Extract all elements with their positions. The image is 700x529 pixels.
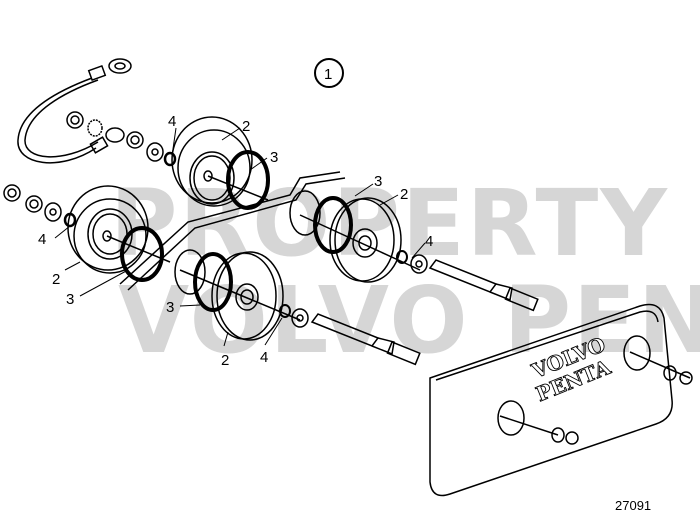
callout-3: 3 [166,299,174,316]
callout-3: 3 [270,149,278,166]
callout-2: 2 [221,352,229,369]
callout-4: 4 [38,231,46,248]
svg-text:1: 1 [324,66,332,83]
lower-hardware [3,184,77,228]
right-lower-anode [174,249,309,341]
stud-lower [310,313,421,366]
callout-3: 3 [374,173,382,190]
upper-hardware [66,111,177,167]
callout-2: 2 [52,271,60,288]
callout-labels: 4 2 3 4 2 3 3 2 4 3 2 4 [38,113,433,369]
hull-section-line-2 [127,177,346,291]
right-upper-anode [289,190,428,283]
upper-anode [171,116,270,210]
leader-lines [54,127,426,347]
callout-2: 2 [242,118,250,135]
hull-section-line [119,171,341,285]
callout-4: 4 [425,233,433,250]
figure-number: 27091 [615,498,652,513]
stud-upper [428,259,539,312]
anode-cover [429,303,693,497]
ground-cable [17,58,132,164]
watermark-line1: PROPERTY OF [110,170,700,277]
group-callout: 1 [314,58,344,88]
parts-linework [3,58,693,497]
callout-4: 4 [260,349,268,366]
callout-3: 3 [66,291,74,308]
callout-2: 2 [400,186,408,203]
callout-4: 4 [168,113,176,130]
